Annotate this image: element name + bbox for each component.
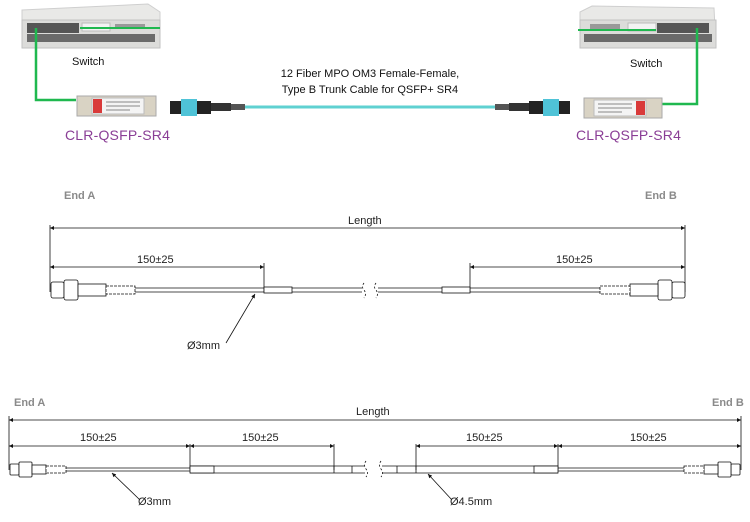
drawing-1-diameter: Ø3mm [187,340,220,352]
left-transceiver-icon [76,95,157,117]
drawing-2-dim-3: 150±25 [466,432,503,444]
drawing-1-right-dim: 150±25 [556,254,593,266]
right-transceiver-label: CLR-QSFP-SR4 [576,127,682,143]
cable-title: 12 Fiber MPO OM3 Female-Female, Type B T… [250,66,490,98]
drawing-1-left-dim: 150±25 [137,254,174,266]
drawing-2-dim-4: 150±25 [630,432,667,444]
drawing-1-length: Length [348,215,382,227]
left-transceiver-label: CLR-QSFP-SR4 [65,127,171,143]
drawing-2-end-b: End B [712,397,744,409]
drawing-2-end-a: End A [14,397,46,409]
mpo-trunk-cable [170,99,570,116]
drawing-2-dim-2: 150±25 [242,432,279,444]
right-switch-icon [579,5,717,49]
drawing-1-end-a: End A [64,190,96,202]
right-switch-label: Switch [630,58,663,70]
left-switch-label: Switch [72,56,105,68]
drawing-2-lines [8,416,742,501]
drawing-1-lines [49,225,686,344]
cable-title-line2: Type B Trunk Cable for QSFP+ SR4 [281,84,459,96]
right-transceiver-icon [583,97,663,119]
drawing-2-length: Length [356,406,390,418]
drawing-2-diameter-right: Ø4.5mm [450,496,493,508]
left-switch-icon [21,3,161,49]
cable-title-line1: 12 Fiber MPO OM3 Female-Female, [280,68,460,80]
drawing-2-dim-1: 150±25 [80,432,117,444]
drawing-2-diameter-left: Ø3mm [138,496,171,508]
drawing-1-end-b: End B [645,190,677,202]
